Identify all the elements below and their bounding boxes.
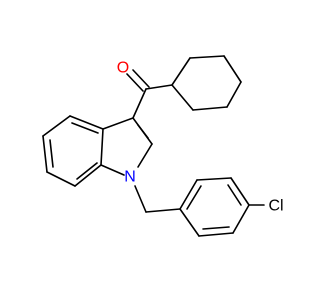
bond-aryl-5-inner: [202, 226, 230, 230]
bond-c7-c7a: [74, 164, 102, 187]
bond-cyclohexane-1: [171, 57, 191, 86]
bond-c3a-c4: [69, 115, 104, 130]
bond-c4-c3a-inner: [71, 122, 99, 134]
bond-cyclohexane-2: [189, 55, 225, 59]
bond-aryl-2: [196, 177, 232, 181]
bond-c2-c3-inner: [137, 124, 149, 139]
bond-aryl-5: [198, 232, 234, 237]
bond-ch2-aryl: [145, 208, 181, 213]
bond-c7-c7a-inner: [76, 162, 98, 180]
bond-cyclohexane-5: [192, 106, 228, 111]
bond-carbonyl-cyclohexyl: [145, 84, 173, 90]
bond-c6-c7: [46, 171, 76, 187]
atom-label-oxygen: O: [117, 60, 129, 77]
bond-aryl-4: [232, 204, 250, 234]
bond-aryl-1-inner: [186, 185, 202, 210]
bond-cyclohexane-3: [223, 55, 242, 83]
bond-c3a-c7a: [100, 128, 104, 166]
bond-aryl-3-inner: [227, 184, 242, 206]
bond-cyclohexane-6: [171, 84, 194, 111]
bond-cyclohexane-4: [226, 81, 242, 108]
bond-carbonyl-double-a: [126, 73, 144, 92]
atom-label-nitrogen: N: [124, 169, 136, 186]
bond-n1-c7a: [100, 164, 125, 176]
bond-c4-c5: [42, 115, 71, 137]
bond-aryl-6: [179, 208, 200, 237]
atom-label-chlorine: Cl: [268, 198, 283, 215]
bond-n1-ch2: [134, 185, 147, 213]
bond-c5-c6-inner: [49, 139, 54, 168]
molecule-structure: O N Cl: [42, 55, 284, 237]
bond-c5-c6: [42, 135, 48, 173]
bond-c3-c3a: [102, 117, 134, 130]
bond-aryl-1: [179, 179, 198, 210]
bond-c2-n1: [137, 143, 153, 168]
bond-aryl-3: [230, 177, 250, 206]
bond-carbonyl-indole: [132, 88, 147, 119]
bond-carbonyl-double-b: [132, 69, 150, 88]
